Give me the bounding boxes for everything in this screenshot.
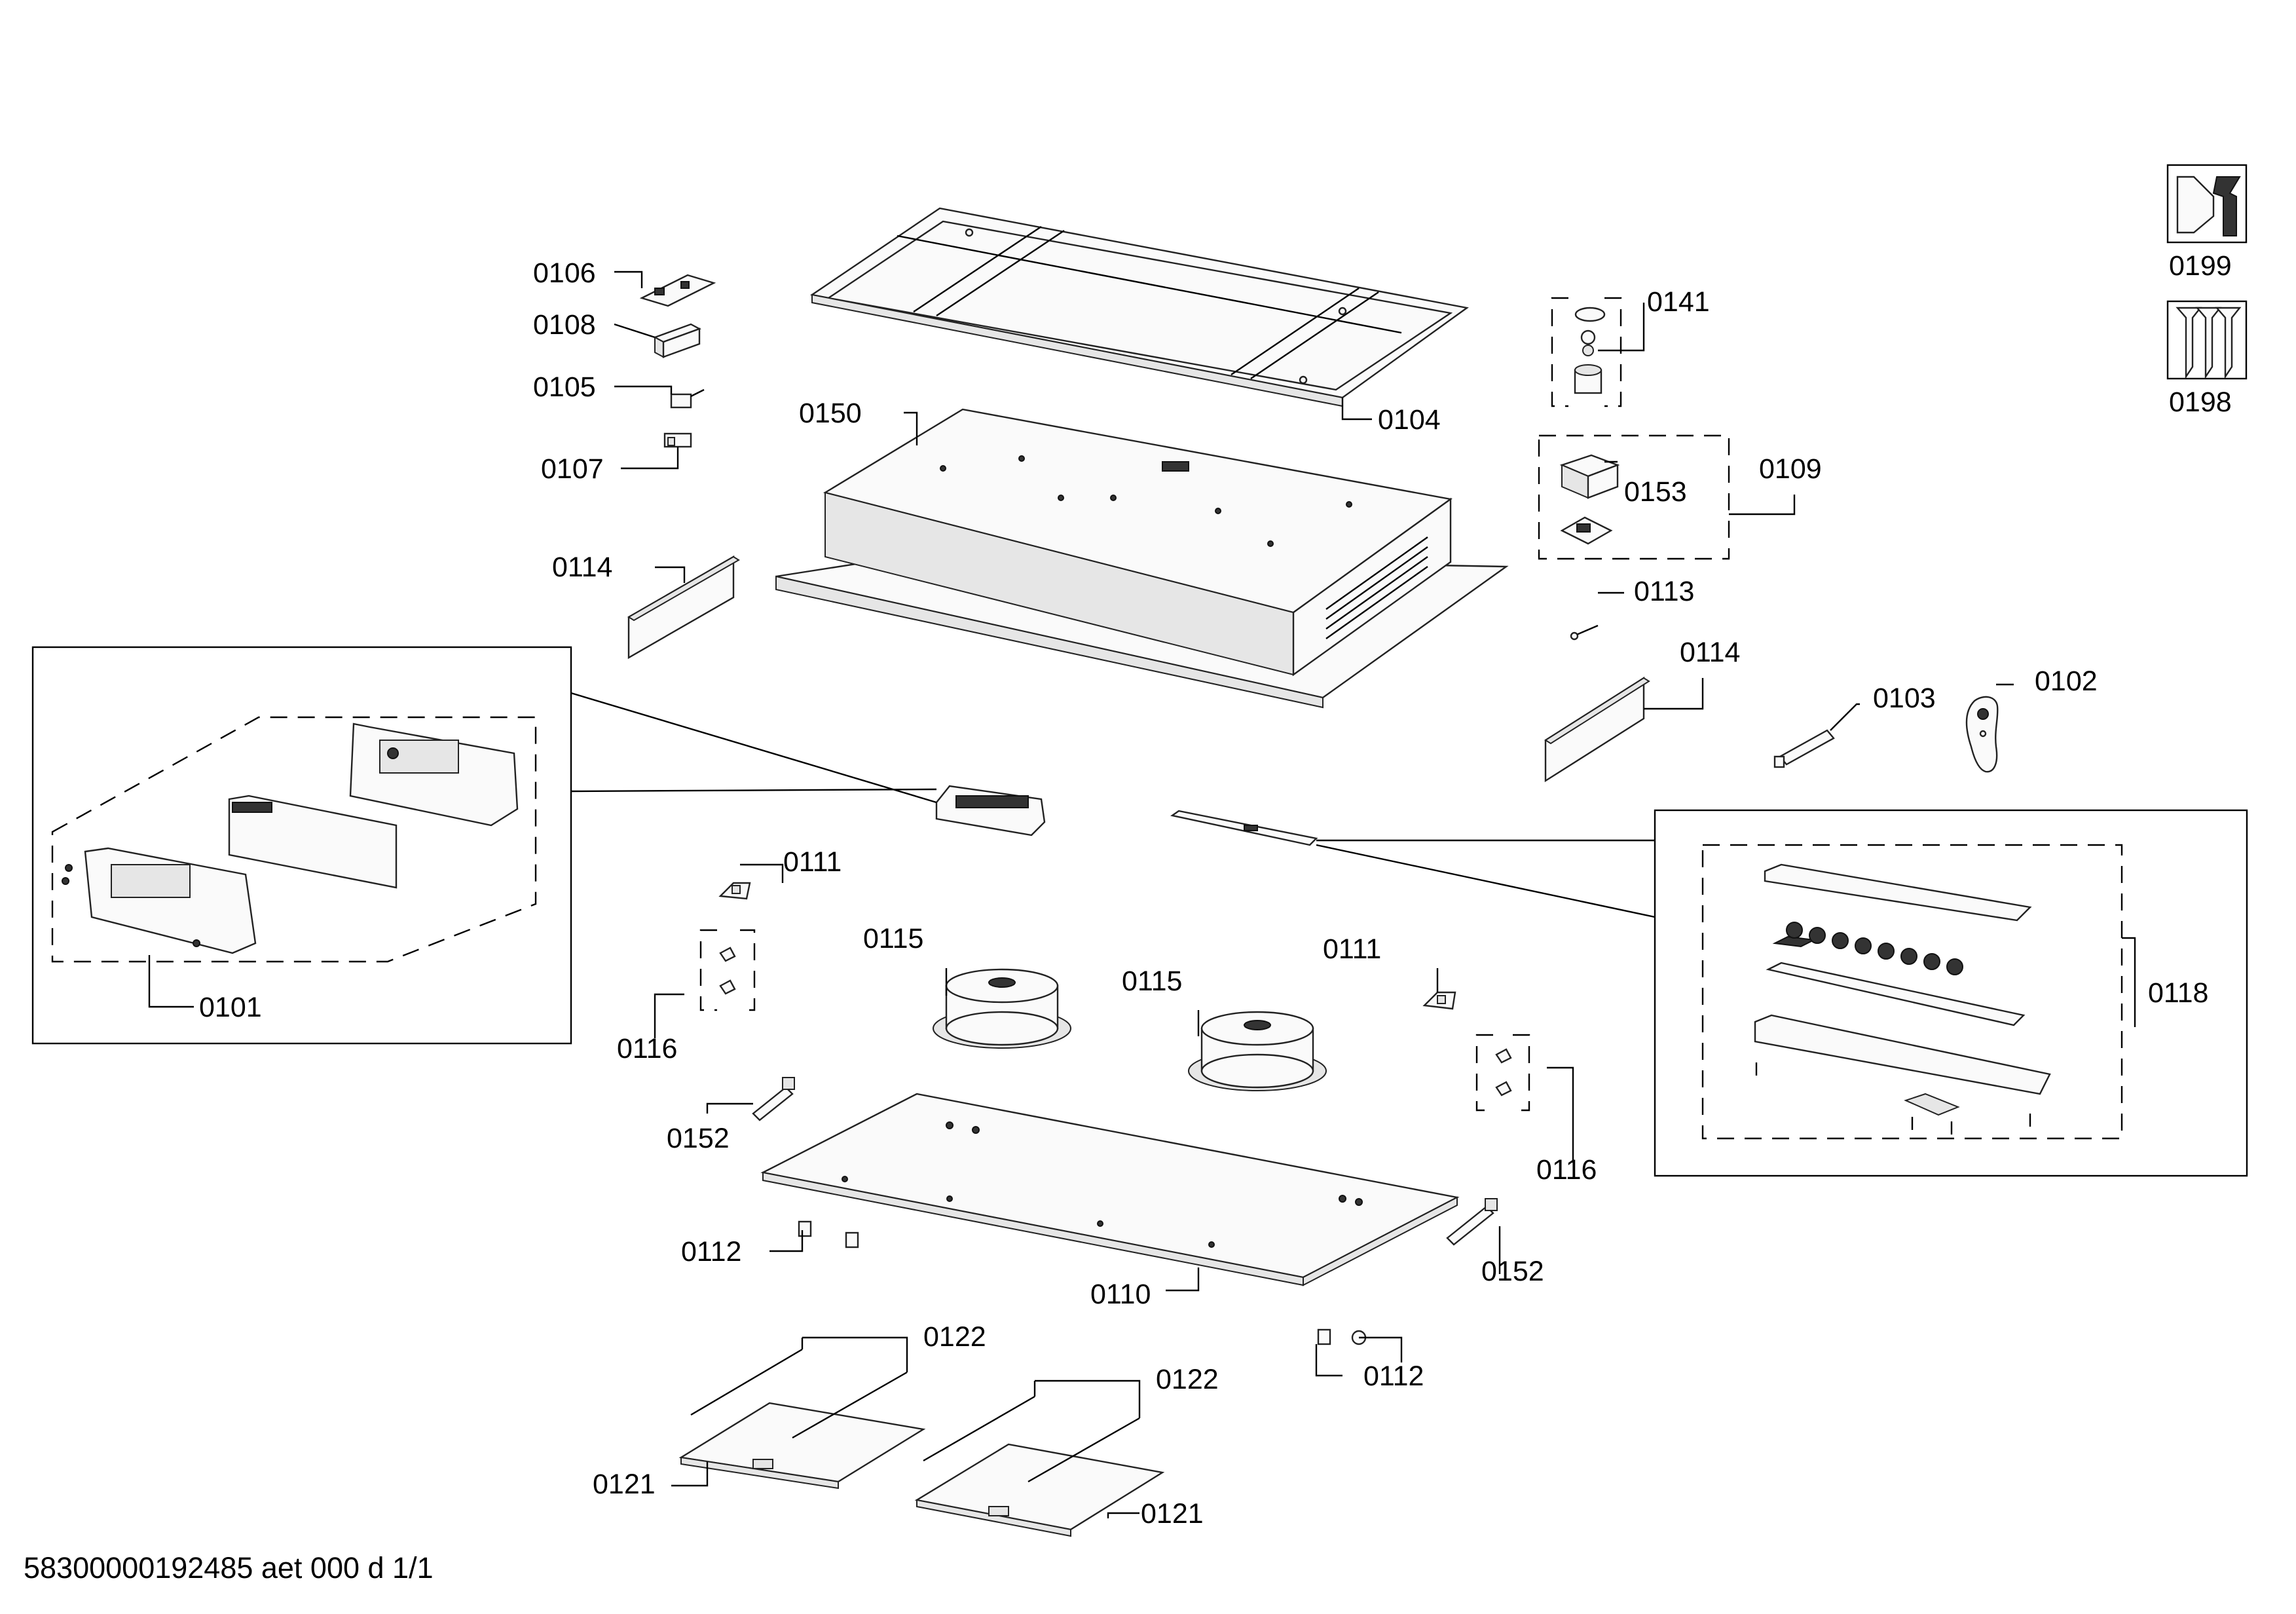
vent-grille xyxy=(1325,536,1428,639)
label-0109: 0109 xyxy=(1759,453,1822,485)
part-0152-bolt-right xyxy=(1446,1198,1498,1246)
label-0111-right: 0111 xyxy=(1323,933,1381,965)
label-0118: 0118 xyxy=(2148,977,2208,1009)
part-0112-feet-left xyxy=(798,1220,859,1248)
label-0105: 0105 xyxy=(533,371,596,403)
part-button-bar xyxy=(1170,810,1318,846)
part-0106-pcb xyxy=(639,274,716,307)
label-0198: 0198 xyxy=(2169,386,2232,418)
screws-icon xyxy=(2166,300,2248,380)
label-0106: 0106 xyxy=(533,257,596,289)
part-0116-screws-right xyxy=(1475,1034,1530,1112)
label-0199: 0199 xyxy=(2169,250,2232,282)
part-0107-connector xyxy=(663,432,692,448)
part-0121-filter-right xyxy=(914,1443,1165,1537)
label-0112-left: 0112 xyxy=(681,1236,741,1267)
part-0112-feet-right xyxy=(1317,1328,1367,1345)
label-0113: 0113 xyxy=(1634,576,1694,607)
part-0104-top-frame xyxy=(809,207,1469,407)
part-0152-bolt-left xyxy=(752,1077,795,1121)
inset-0118-button-panel xyxy=(1654,809,2248,1177)
label-0110: 0110 xyxy=(1090,1279,1151,1310)
part-0122-rods-right xyxy=(923,1395,1140,1483)
label-0152-right: 0152 xyxy=(1481,1256,1544,1287)
part-0141-group xyxy=(1551,297,1622,407)
part-0105-connector xyxy=(670,388,705,409)
inset-0101-control-module xyxy=(31,646,572,1045)
part-0150-housing xyxy=(775,408,1509,709)
label-0150: 0150 xyxy=(799,398,862,429)
label-0122-left: 0122 xyxy=(923,1321,986,1353)
label-0103: 0103 xyxy=(1873,683,1936,714)
label-0115-right: 0115 xyxy=(1122,966,1182,997)
part-0116-screws-left xyxy=(699,929,756,1011)
part-control-module xyxy=(935,785,1046,836)
document-id-footer: 58300000192485 aet 000 d 1/1 xyxy=(24,1551,434,1585)
label-0115-left: 0115 xyxy=(863,923,923,954)
leader-lines xyxy=(148,271,2136,1518)
label-0141: 0141 xyxy=(1647,286,1710,318)
part-labels: 0106 0108 0105 0107 0104 0150 0141 0153 … xyxy=(199,250,2232,1530)
part-0103-rod xyxy=(1773,729,1835,768)
label-0108: 0108 xyxy=(533,309,596,341)
part-0110-base-plate xyxy=(760,1093,1460,1286)
label-0114-right: 0114 xyxy=(1680,637,1740,668)
label-0152-left: 0152 xyxy=(667,1123,730,1154)
label-0121-left: 0121 xyxy=(593,1469,656,1500)
part-0111-clip-left xyxy=(718,882,751,900)
label-0101: 0101 xyxy=(199,992,262,1023)
label-0104: 0104 xyxy=(1378,404,1441,436)
part-0113-pin xyxy=(1570,624,1599,641)
part-0121-filter-left xyxy=(678,1402,926,1490)
label-0107: 0107 xyxy=(541,453,604,485)
part-0109-group xyxy=(1538,434,1730,560)
wrench-nut-icon xyxy=(2166,164,2248,244)
label-0102: 0102 xyxy=(2035,666,2098,697)
label-0116-right: 0116 xyxy=(1536,1154,1597,1186)
part-0114-right-panel xyxy=(1544,676,1650,783)
part-0108-block xyxy=(653,323,701,358)
label-0122-right: 0122 xyxy=(1156,1364,1219,1395)
label-0121-right: 0121 xyxy=(1141,1498,1204,1530)
part-0111-clip-right xyxy=(1422,991,1456,1010)
part-0102-remote xyxy=(1965,696,1999,773)
part-0115-fan-right xyxy=(1188,1011,1327,1091)
part-0114-left-panel xyxy=(627,555,740,660)
label-0111-left: 0111 xyxy=(783,846,842,878)
label-0114-left: 0114 xyxy=(552,552,612,583)
label-0116-left: 0116 xyxy=(617,1033,677,1064)
part-0115-fan-left xyxy=(933,968,1071,1049)
label-0112-right: 0112 xyxy=(1363,1361,1424,1392)
part-0122-rods-left xyxy=(690,1348,908,1439)
label-0153: 0153 xyxy=(1624,476,1687,508)
